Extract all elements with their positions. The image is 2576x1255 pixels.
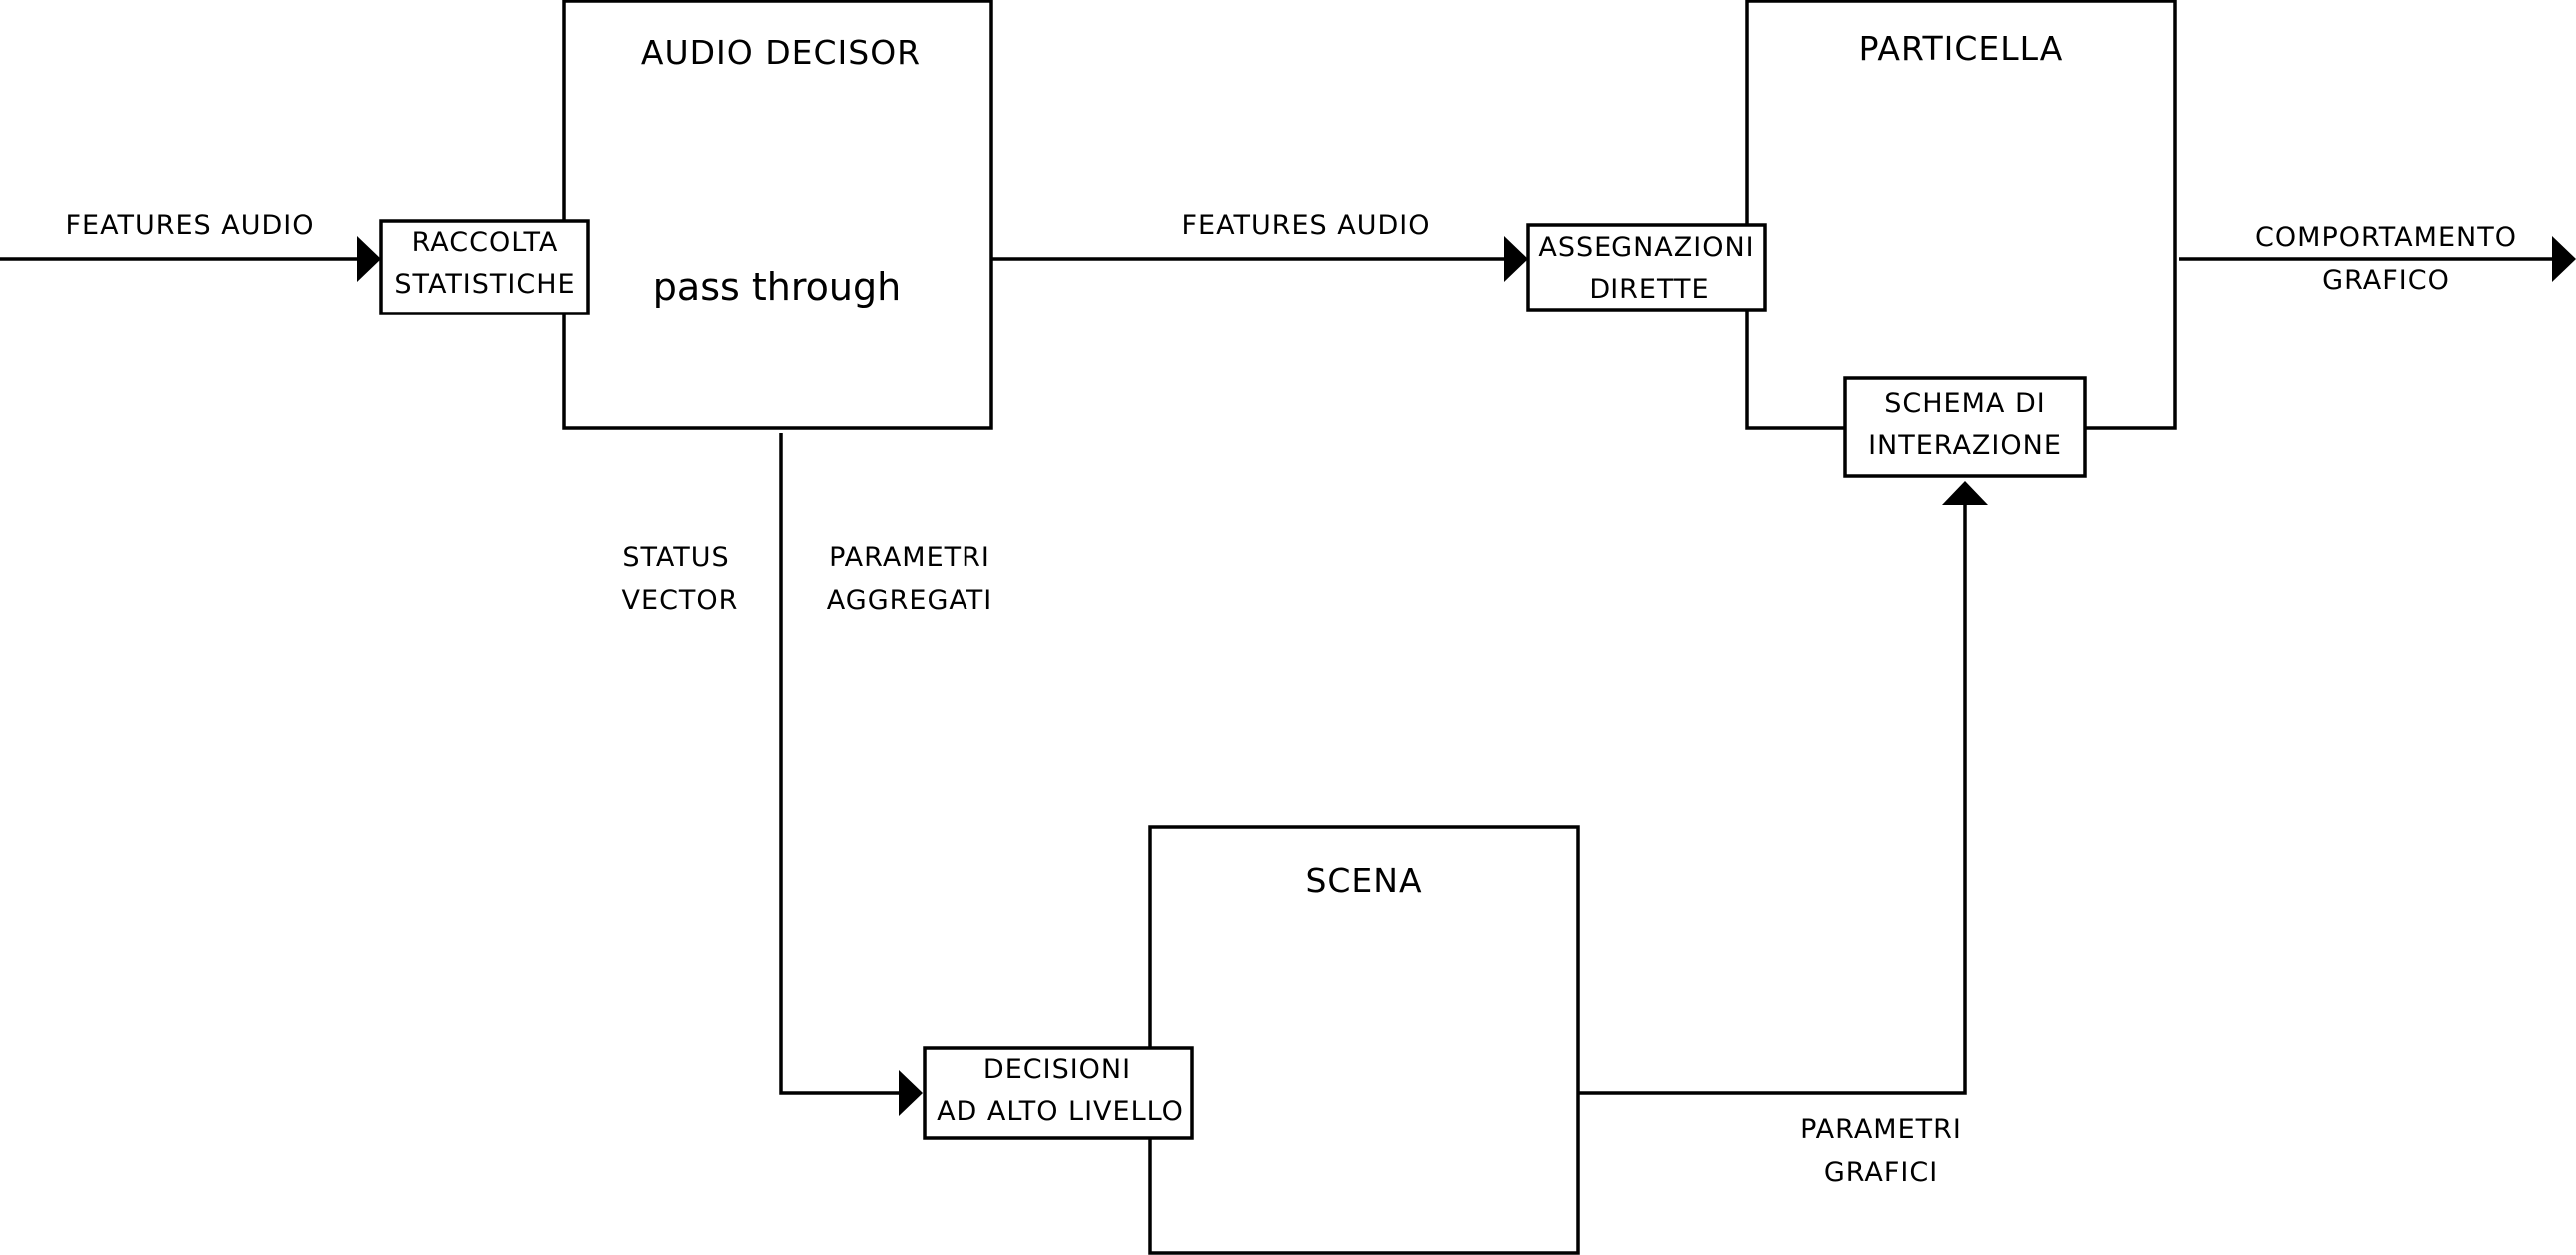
parametri-grafici-label-line1: PARAMETRI (1800, 1114, 1962, 1145)
pass-through-label: pass through (653, 265, 901, 309)
parametri-grafici-label-line2: GRAFICI (1824, 1157, 1938, 1188)
comportamento-output-arrowhead (2552, 236, 2576, 282)
schema-label-line1: SCHEMA DI (1884, 388, 2045, 419)
parametri-aggregati-label-line2: AGGREGATI (827, 585, 992, 616)
comportamento-label-line2: GRAFICO (2322, 265, 2450, 296)
raccolta-label-line1: RACCOLTA (412, 227, 559, 258)
comportamento-label-line1: COMPORTAMENTO (2255, 222, 2517, 253)
parametri-grafici-line (1578, 504, 1967, 1095)
status-vector-line (779, 433, 901, 1095)
decisioni-label-line2: AD ALTO LIVELLO (937, 1096, 1184, 1127)
features-audio-input-label: FEATURES AUDIO (66, 210, 315, 241)
schema-interazione-box (1843, 376, 2087, 478)
raccolta-statistiche-box (379, 219, 590, 315)
assegnazioni-label-line2: DIRETTE (1589, 274, 1709, 305)
decisioni-box (923, 1046, 1194, 1140)
audio-decisor-title: AUDIO DECISOR (641, 33, 921, 72)
status-vector-label-line2: VECTOR (622, 585, 739, 616)
scena-title: SCENA (1305, 861, 1422, 900)
parametri-grafici-arrowhead (1942, 481, 1988, 505)
status-vector-arrowhead (899, 1070, 923, 1116)
assegnazioni-label-line1: ASSEGNAZIONI (1538, 232, 1754, 263)
features-audio-input-arrowhead (357, 236, 381, 282)
status-vector-label-line1: STATUS (622, 542, 729, 573)
audio-decisor-block (562, 0, 993, 430)
parametri-aggregati-label-line1: PARAMETRI (829, 542, 990, 573)
scena-block (1148, 825, 1580, 1255)
particella-title: PARTICELLA (1859, 29, 2064, 68)
schema-label-line2: INTERAZIONE (1868, 430, 2062, 461)
raccolta-label-line2: STATISTICHE (394, 269, 575, 300)
features-audio-mid-arrowhead (1504, 236, 1528, 282)
features-audio-mid-label: FEATURES AUDIO (1182, 210, 1431, 241)
particella-block (1745, 0, 2177, 430)
assegnazioni-dirette-box (1526, 223, 1767, 312)
decisioni-label-line1: DECISIONI (983, 1054, 1131, 1085)
